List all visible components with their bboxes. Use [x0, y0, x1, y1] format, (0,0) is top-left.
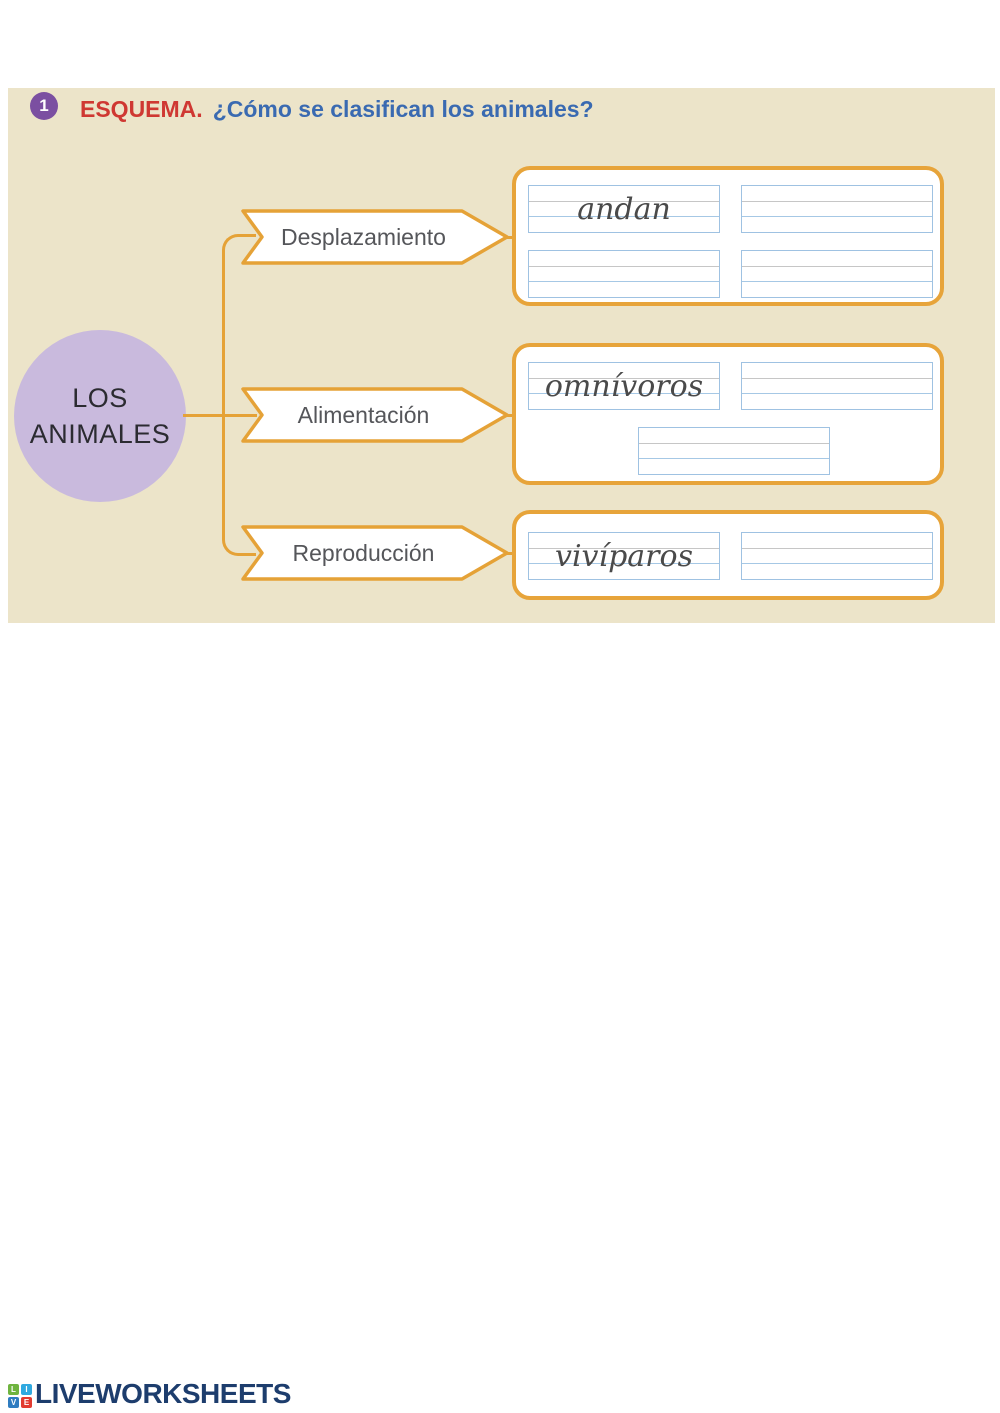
exercise-keyword: ESQUEMA. [80, 96, 203, 122]
answer-field[interactable]: vivíparos [528, 532, 720, 580]
handwritten-answer [742, 186, 932, 232]
handwritten-answer: omnívoros [544, 368, 704, 404]
liveworksheets-logo-text: LIVEWORKSHEETS [35, 1378, 291, 1409]
answer-box-alimentacion: omnívoros [512, 343, 944, 485]
branch-banner-desplazamiento: Desplazamiento [240, 208, 512, 266]
answer-box-desplazamiento: andan [512, 166, 944, 306]
logo-tile-i: I [21, 1384, 32, 1395]
handwritten-answer: andan [577, 191, 671, 227]
exercise-question: ¿Cómo se clasifican los animales? [212, 96, 594, 122]
answer-field[interactable] [638, 427, 830, 475]
answer-field[interactable] [741, 362, 933, 410]
handwritten-answer: vivíparos [555, 538, 693, 574]
answer-field[interactable]: andan [528, 185, 720, 233]
branch-label: Desplazamiento [281, 223, 446, 250]
logo-tile-e: E [21, 1397, 32, 1408]
handwritten-answer [742, 251, 932, 297]
answer-field[interactable] [741, 185, 933, 233]
answer-field[interactable]: omnívoros [528, 362, 720, 410]
handwritten-answer [742, 363, 932, 409]
handwritten-answer [742, 533, 932, 579]
connector-stub-alimentacion [504, 414, 516, 417]
handwritten-answer [639, 428, 829, 474]
branch-banner-alimentacion: Alimentación [240, 386, 512, 444]
root-node-los-animales: LOS ANIMALES [14, 330, 186, 502]
ribbon-arrow-shape [241, 525, 509, 581]
answer-field[interactable] [741, 250, 933, 298]
answer-box-reproduccion: vivíparos [512, 510, 944, 600]
handwritten-answer [529, 251, 719, 297]
exercise-title: ESQUEMA. ¿Cómo se clasifican los animales… [80, 96, 594, 123]
branch-label: Reproducción [292, 539, 435, 566]
branch-label: Alimentación [297, 401, 430, 428]
ribbon-arrow-shape [241, 387, 509, 443]
connector-stub-desplazamiento [504, 236, 516, 239]
root-node-label: LOS ANIMALES [29, 382, 171, 449]
answer-field[interactable] [741, 532, 933, 580]
connector-stub-reproduccion [504, 552, 516, 555]
liveworksheets-logo[interactable]: L I V E LIVEWORKSHEETS [8, 1378, 291, 1410]
ribbon-arrow-shape [241, 209, 509, 265]
branch-banner-reproduccion: Reproducción [240, 524, 512, 582]
connector-spine [222, 234, 256, 556]
exercise-number-badge: 1 [30, 92, 58, 120]
logo-tile-l: L [8, 1384, 19, 1395]
connector-root-line [183, 414, 257, 417]
logo-tile-v: V [8, 1397, 19, 1408]
exercise-number: 1 [39, 96, 49, 115]
answer-field[interactable] [528, 250, 720, 298]
liveworksheets-logo-icon: L I V E [8, 1384, 32, 1408]
